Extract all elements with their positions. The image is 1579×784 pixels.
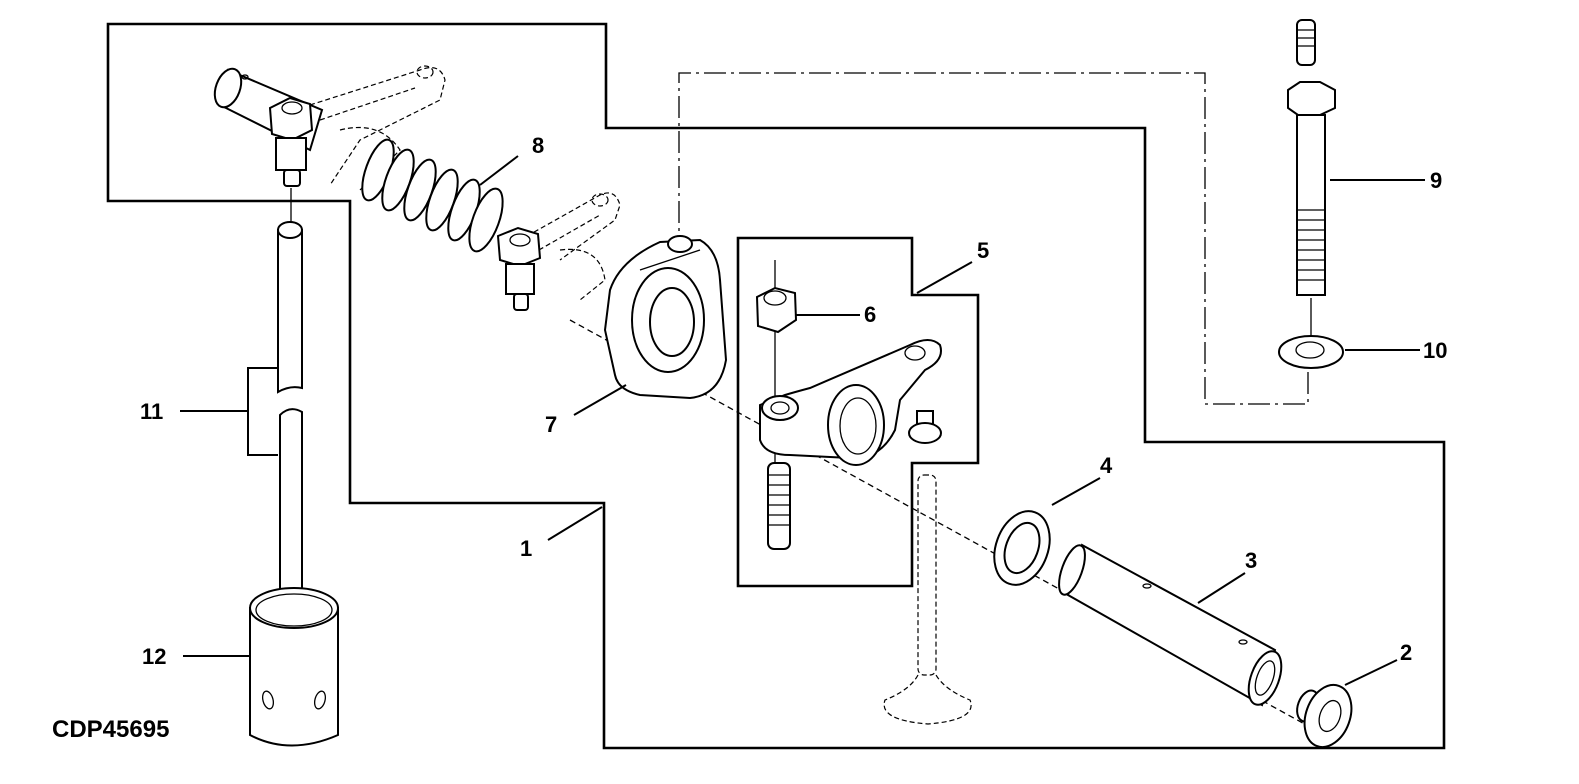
nut-item-6	[755, 286, 798, 334]
callout-8: 8	[532, 133, 544, 158]
adjuster-nut-top-left	[268, 96, 314, 187]
stud-item-9	[1287, 19, 1336, 350]
callout-2: 2	[1400, 640, 1412, 665]
callout-7: 7	[545, 412, 557, 437]
callout-10: 10	[1423, 338, 1447, 363]
washer-item-4	[993, 510, 1051, 586]
spring-item-8	[361, 138, 504, 253]
callout-11: 11	[140, 399, 163, 424]
adjusting-screw	[767, 462, 791, 550]
assembly-frame-5	[736, 236, 980, 588]
rocker-shaft-item-3	[1058, 543, 1283, 707]
push-rod-item-11	[277, 188, 303, 602]
upper-rocker-arm-ghost	[309, 65, 621, 301]
link-line-pedestal-to-stud	[678, 72, 1309, 405]
callout-1: 1	[520, 536, 532, 561]
figure-id: CDP45695	[52, 716, 169, 743]
leader-3	[1197, 572, 1246, 604]
leader-8	[479, 155, 519, 186]
valve-ghost	[883, 474, 972, 725]
washer-item-10	[1278, 335, 1344, 369]
callout-5: 5	[977, 238, 989, 263]
plug-item-2	[1296, 684, 1353, 748]
callout-6: 6	[864, 302, 876, 327]
rocker-pedestal-item-7	[603, 235, 728, 400]
push-rod-bracket	[247, 367, 278, 456]
leader-1	[547, 506, 603, 541]
leader-7	[573, 384, 627, 416]
rocker-arm-item-5	[759, 339, 942, 466]
leader-2	[1344, 659, 1398, 686]
leader-4	[1051, 477, 1101, 506]
callout-9: 9	[1430, 168, 1442, 193]
cam-follower-item-12	[249, 587, 339, 747]
callout-3: 3	[1245, 548, 1257, 573]
callout-12: 12	[142, 644, 166, 669]
leader-5	[916, 261, 973, 294]
assembly-frame-1	[106, 22, 1446, 750]
adjuster-nut-middle	[496, 226, 542, 311]
callout-4: 4	[1100, 453, 1113, 478]
rocker-pad-bolt	[908, 410, 942, 444]
